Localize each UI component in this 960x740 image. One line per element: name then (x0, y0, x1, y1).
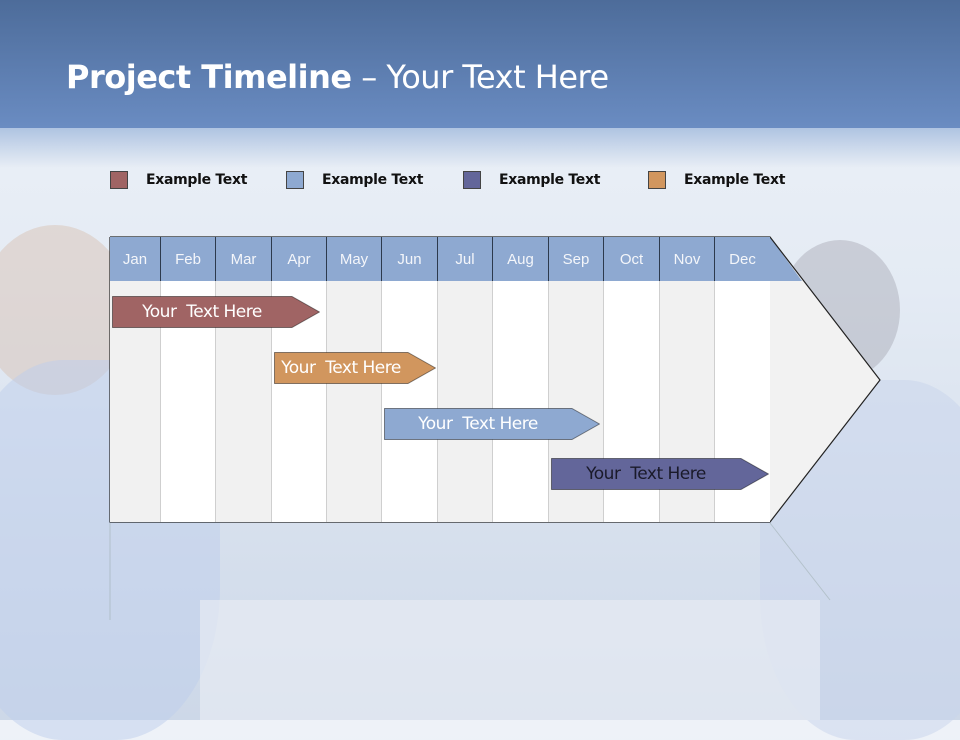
legend-label: Example Text (684, 172, 786, 188)
header-band (0, 0, 960, 128)
legend-item: Example Text (286, 171, 423, 189)
month-header-apr: Apr (271, 237, 326, 281)
bar-label: Your Text Here (142, 302, 262, 322)
legend-item: Example Text (110, 171, 247, 189)
timeline-bar: Your Text Here (274, 352, 436, 384)
timeline-bar: Your Text Here (384, 408, 600, 440)
timeline-bar: Your Text Here (112, 296, 320, 328)
timeline-bar: Your Text Here (551, 458, 769, 490)
month-header-may: May (326, 237, 381, 281)
legend-swatch (286, 171, 304, 189)
month-header-jun: Jun (381, 237, 437, 281)
month-header-feb: Feb (160, 237, 215, 281)
legend-label: Example Text (499, 172, 601, 188)
legend-label: Example Text (146, 172, 248, 188)
legend-swatch (110, 171, 128, 189)
bar-arrow-shape (551, 458, 769, 490)
legend-item: Example Text (648, 171, 785, 189)
month-column (492, 281, 548, 522)
legend-item: Example Text (463, 171, 600, 189)
background-table (200, 600, 820, 720)
header-fade (0, 128, 960, 168)
bar-label: Your Text Here (586, 464, 706, 484)
month-header-dec: Dec (714, 237, 770, 281)
month-header-mar: Mar (215, 237, 271, 281)
legend-label: Example Text (322, 172, 424, 188)
month-column (437, 281, 492, 522)
month-header-aug: Aug (492, 237, 548, 281)
title-bold: Project Timeline (66, 58, 352, 96)
legend-swatch (463, 171, 481, 189)
bar-arrow-shape (274, 352, 436, 384)
month-column (381, 281, 437, 522)
bar-label: Your Text Here (418, 414, 538, 434)
month-header-jul: Jul (437, 237, 492, 281)
month-column (326, 281, 381, 522)
month-header-sep: Sep (548, 237, 603, 281)
bar-label: Your Text Here (281, 358, 401, 378)
month-header-oct: Oct (603, 237, 659, 281)
bar-arrow-shape (112, 296, 320, 328)
month-header-nov: Nov (659, 237, 714, 281)
month-header-jan: Jan (110, 237, 160, 281)
legend-swatch (648, 171, 666, 189)
bar-arrow-shape (384, 408, 600, 440)
title-subtitle: – Your Text Here (351, 58, 609, 96)
page-title: Project Timeline – Your Text Here (66, 58, 609, 96)
